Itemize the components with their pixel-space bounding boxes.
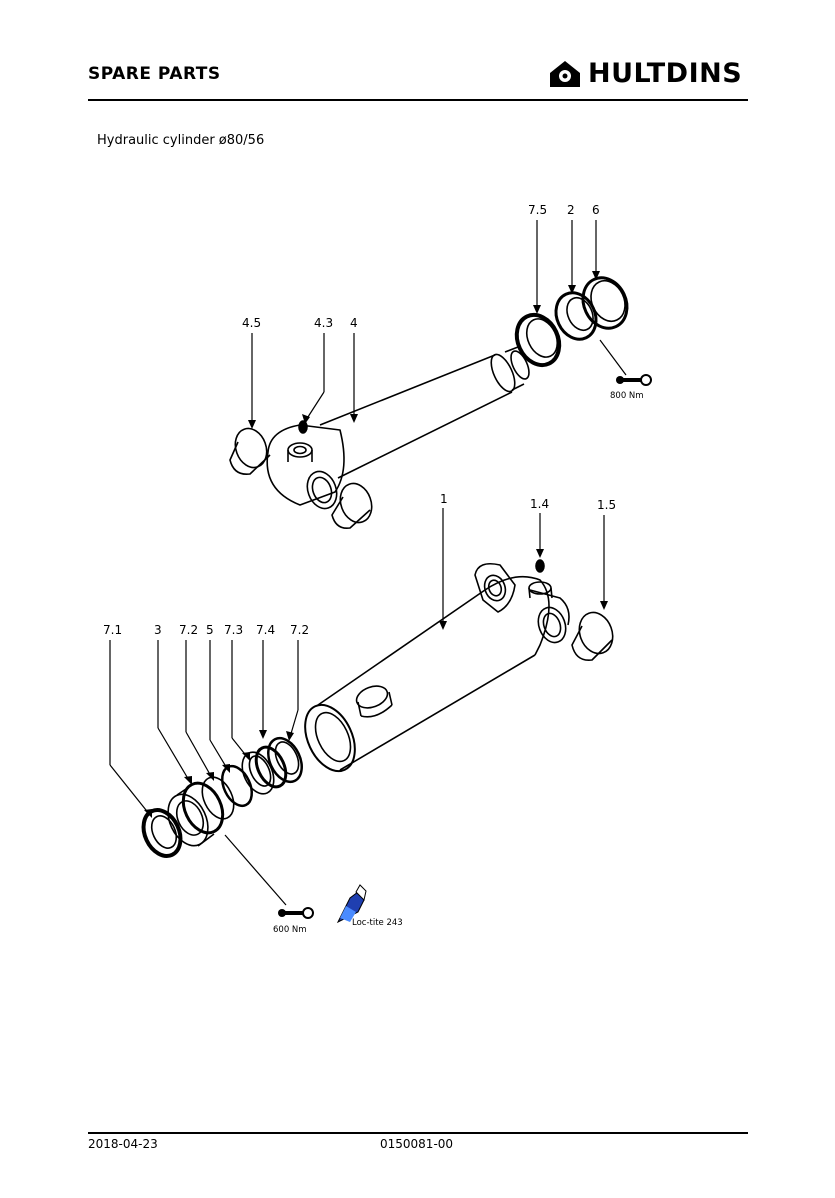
leader-arrowheads (144, 271, 608, 818)
seal-7-4 (254, 745, 288, 789)
page-title: SPARE PARTS (88, 64, 221, 84)
torque-label-bottom: 600 Nm (273, 925, 307, 935)
callout-3: 3 (154, 623, 162, 637)
torque-wrench-icon (616, 374, 652, 386)
header-rule (88, 99, 748, 101)
callout-4-5: 4.5 (242, 316, 261, 330)
gland-3 (167, 781, 225, 847)
loctite-bottle-icon (336, 884, 367, 924)
callout-1-4: 1.4 (530, 497, 549, 511)
bushing-4-5-right (331, 482, 373, 530)
footer-doc-number: 0150081-00 (380, 1137, 454, 1151)
torque-label-top: 800 Nm (610, 391, 644, 401)
piston-ring-6 (581, 276, 629, 330)
bushing-4-5-left (229, 427, 271, 476)
brand-logo: HULTDINS (548, 58, 742, 89)
callout-labels: 7.5 2 6 4.5 4.3 4 1 1.4 1.5 7.1 3 7.2 5 … (103, 203, 644, 935)
callout-1: 1 (440, 492, 448, 506)
callout-7-4: 7.4 (256, 623, 275, 637)
piston-rod-4 (266, 346, 530, 510)
grease-nipple-1-4 (535, 559, 545, 573)
callout-7-3: 7.3 (224, 623, 243, 637)
drawing-subtitle: Hydraulic cylinder ø80/56 (97, 133, 265, 148)
piston-seal-7-5 (514, 312, 562, 368)
callout-4-3: 4.3 (314, 316, 333, 330)
callout-4: 4 (350, 316, 358, 330)
footer-date: 2018-04-23 (88, 1137, 158, 1151)
callout-2: 2 (567, 203, 575, 217)
loctite-label: Loc-tite 243 (352, 918, 403, 928)
callout-1-5: 1.5 (597, 498, 616, 512)
bushing-1-5 (571, 611, 614, 662)
cylinder-tube-1 (304, 562, 570, 773)
callout-6: 6 (592, 203, 600, 217)
seal-7-2-rear (267, 736, 303, 784)
torque-wrench-icon (278, 907, 314, 919)
brand-name: HULTDINS (588, 58, 743, 89)
callout-7-1: 7.1 (103, 623, 122, 637)
seal-7-2-front (201, 776, 235, 820)
callout-7-2-rear: 7.2 (290, 623, 309, 637)
o-ring-5 (220, 764, 254, 808)
wiper-7-1 (141, 808, 183, 858)
footer-rule (88, 1132, 748, 1134)
hultdins-logo-icon (550, 60, 580, 87)
callout-7-5: 7.5 (528, 203, 547, 217)
callout-7-2-front: 7.2 (179, 623, 198, 637)
callout-5: 5 (206, 623, 214, 637)
